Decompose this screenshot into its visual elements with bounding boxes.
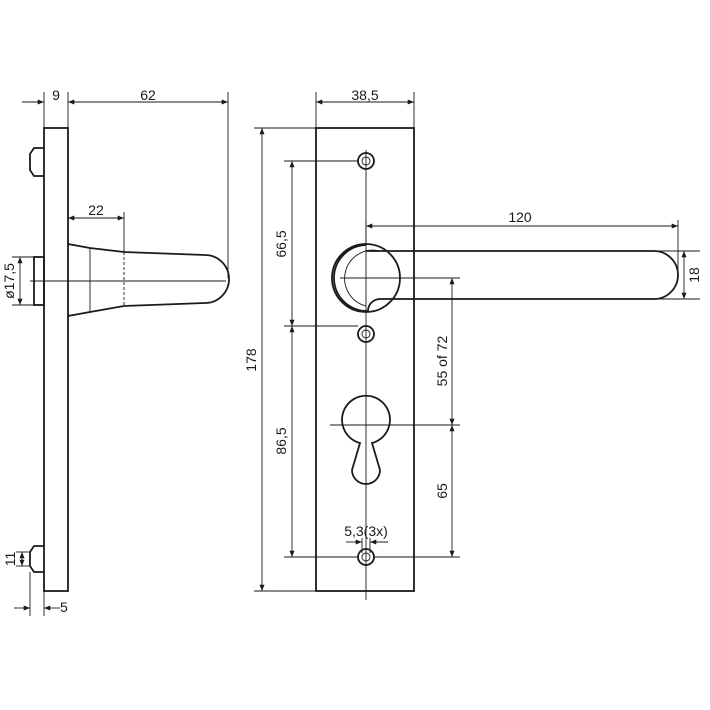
dim-side-spacer-height: 11 xyxy=(2,552,18,567)
dim-side-backplate-depth: 9 xyxy=(52,87,60,103)
front-backplate xyxy=(315,127,415,592)
dim-screw-hole-diameter: 5,3(3x) xyxy=(344,523,388,539)
side-bottom-spacer xyxy=(29,545,44,573)
front-lever xyxy=(333,244,679,312)
dim-side-lever-projection: 62 xyxy=(140,87,156,103)
side-view: 9 62 22 ø17,5 11 5 xyxy=(1,87,230,616)
cylinder-keyhole xyxy=(341,394,391,485)
side-top-spacer xyxy=(29,147,44,177)
dim-side-rose-diameter: ø17,5 xyxy=(1,263,17,299)
dim-plate-width: 38,5 xyxy=(351,87,378,103)
dim-cylinder-to-bottom-hole: 65 xyxy=(434,483,450,499)
dim-top-hole-to-lever: 66,5 xyxy=(273,230,289,257)
side-lever-profile xyxy=(67,243,230,317)
dim-side-neck-length: 22 xyxy=(88,202,104,218)
dim-lever-to-cylinder: 55 of 72 xyxy=(434,335,450,386)
dim-side-spacer-depth: 5 xyxy=(60,599,68,615)
lever-rose-inner xyxy=(344,249,381,307)
dim-hole-to-bottom-hole: 86,5 xyxy=(273,427,289,454)
dim-plate-height: 178 xyxy=(243,348,259,372)
side-backplate xyxy=(43,127,69,592)
dim-lever-length: 120 xyxy=(508,209,532,225)
front-view: 38,5 120 18 178 66,5 86,5 55 of 72 65 xyxy=(243,87,702,600)
dim-lever-thickness: 18 xyxy=(686,267,702,283)
